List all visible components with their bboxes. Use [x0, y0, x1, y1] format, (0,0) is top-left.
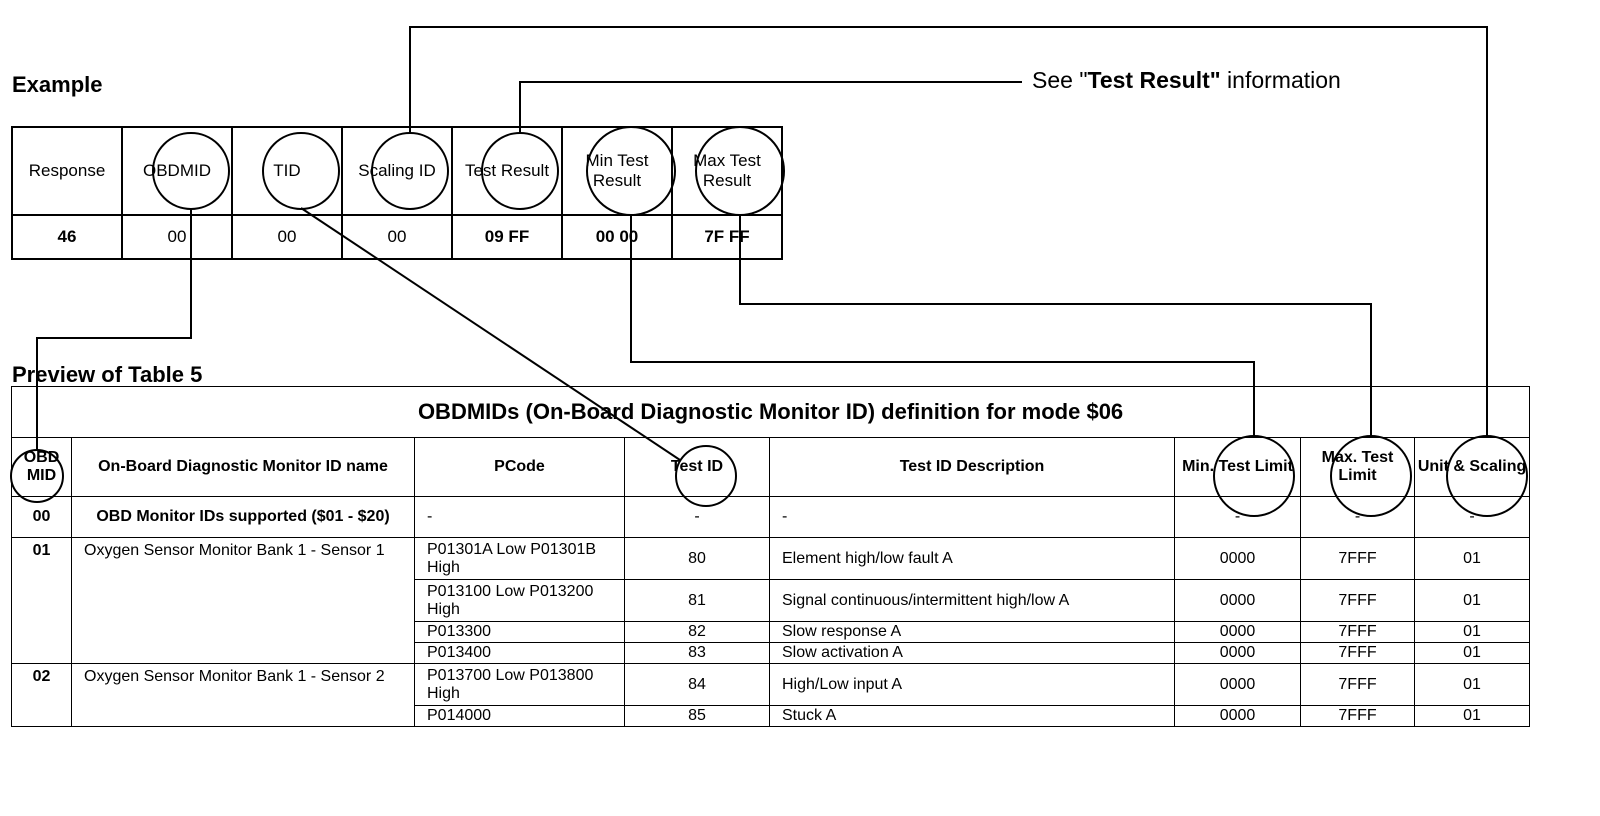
col-header-pcode: PCode	[414, 437, 625, 497]
cell-pcode: P01301A Low P01301B High	[414, 537, 625, 580]
value-max-test-result: 7F FF	[671, 214, 783, 260]
cell-pcode: -	[414, 496, 625, 538]
cell-desc: Stuck A	[769, 705, 1175, 727]
col-header-unit-scaling: Unit & Scaling	[1413, 437, 1531, 497]
header-obdmid: OBDMID	[121, 126, 233, 216]
cell-max: 7FFF	[1300, 663, 1415, 706]
preview-heading: Preview of Table 5	[12, 362, 203, 387]
cell-unit: 01	[1413, 579, 1531, 622]
table-row: P013100 Low P013200 High 81 Signal conti…	[12, 579, 1531, 622]
table-row: 01 Oxygen Sensor Monitor Bank 1 - Sensor…	[11, 537, 1531, 664]
col-header-max-test-limit: Max. Test Limit	[1300, 437, 1415, 497]
col-header-test-id-description: Test ID Description	[769, 437, 1175, 497]
value-min-test-result: 00 00	[561, 214, 673, 260]
header-test-result: Test Result	[451, 126, 563, 216]
obdmid-definition-table: OBDMIDs (On-Board Diagnostic Monitor ID)…	[10, 386, 1531, 727]
col-header-test-id: Test ID	[624, 437, 770, 497]
cell-unit: 01	[1413, 642, 1531, 664]
cell-pcode: P013300	[414, 621, 625, 643]
table-row: P013300 82 Slow response A 0000 7FFF 01	[12, 621, 1531, 643]
table-row: 02 Oxygen Sensor Monitor Bank 1 - Sensor…	[11, 663, 1531, 727]
col-header-monitor-name: On-Board Diagnostic Monitor ID name	[71, 437, 415, 497]
value-response: 46	[11, 214, 123, 260]
cell-pcode: P013100 Low P013200 High	[414, 579, 625, 622]
cell-unit: 01	[1413, 621, 1531, 643]
cell-tid: -	[624, 496, 770, 538]
note-bold: Test Result"	[1087, 67, 1221, 93]
cell-min: 0000	[1174, 537, 1301, 580]
cell-pcode: P013700 Low P013800 High	[414, 663, 625, 706]
cell-max: 7FFF	[1300, 621, 1415, 643]
cell-min: 0000	[1174, 642, 1301, 664]
note-prefix: See "	[1032, 67, 1088, 93]
cell-tid: 81	[624, 579, 770, 622]
header-tid: TID	[231, 126, 343, 216]
cell-name: Oxygen Sensor Monitor Bank 1 - Sensor 2	[71, 663, 415, 727]
page-cutoff	[0, 730, 1600, 816]
cell-tid: 85	[624, 705, 770, 727]
example-response-table: Response OBDMID TID Scaling ID Test Resu…	[11, 126, 783, 260]
cell-pcode: P013400	[414, 642, 625, 664]
table-row: P014000 85 Stuck A 0000 7FFF 01	[12, 705, 1531, 727]
cell-max: 7FFF	[1300, 537, 1415, 580]
cell-mid: 00	[11, 496, 72, 538]
note-suffix: information	[1220, 67, 1341, 93]
cell-unit: 01	[1413, 705, 1531, 727]
value-tid: 00	[231, 214, 343, 260]
header-max-test-result: Max Test Result	[671, 126, 783, 216]
table-row: 00 OBD Monitor IDs supported ($01 - $20)…	[11, 496, 1531, 538]
col-header-obd-mid: OBD MID	[11, 437, 72, 497]
cell-desc: -	[769, 496, 1175, 538]
header-response: Response	[11, 126, 123, 216]
cell-desc: Signal continuous/intermittent high/low …	[769, 579, 1175, 622]
value-obdmid: 00	[121, 214, 233, 260]
cell-desc: High/Low input A	[769, 663, 1175, 706]
cell-tid: 80	[624, 537, 770, 580]
header-min-test-result: Min Test Result	[561, 126, 673, 216]
cell-name: OBD Monitor IDs supported ($01 - $20)	[71, 496, 415, 538]
cell-min: 0000	[1174, 663, 1301, 706]
cell-min: -	[1174, 496, 1301, 538]
cell-max: 7FFF	[1300, 579, 1415, 622]
cell-unit: 01	[1413, 663, 1531, 706]
cell-desc: Slow activation A	[769, 642, 1175, 664]
value-test-result: 09 FF	[451, 214, 563, 260]
cell-name: Oxygen Sensor Monitor Bank 1 - Sensor 1	[71, 537, 415, 664]
table-row: P013400 83 Slow activation A 0000 7FFF 0…	[12, 642, 1531, 664]
cell-tid: 83	[624, 642, 770, 664]
table-title: OBDMIDs (On-Board Diagnostic Monitor ID)…	[10, 386, 1531, 438]
cell-tid: 84	[624, 663, 770, 706]
cell-desc: Element high/low fault A	[769, 537, 1175, 580]
see-test-result-note: See "Test Result" information	[1032, 67, 1341, 94]
cell-min: 0000	[1174, 705, 1301, 727]
header-scaling-id: Scaling ID	[341, 126, 453, 216]
cell-desc: Slow response A	[769, 621, 1175, 643]
cell-mid: 01	[11, 537, 72, 664]
col-header-min-test-limit: Min. Test Limit	[1174, 437, 1301, 497]
cell-pcode: P014000	[414, 705, 625, 727]
example-heading: Example	[12, 72, 103, 97]
cell-max: -	[1300, 496, 1415, 538]
cell-max: 7FFF	[1300, 705, 1415, 727]
value-scaling-id: 00	[341, 214, 453, 260]
cell-tid: 82	[624, 621, 770, 643]
cell-unit: 01	[1413, 537, 1531, 580]
cell-min: 0000	[1174, 579, 1301, 622]
cell-unit: -	[1413, 496, 1531, 538]
cell-max: 7FFF	[1300, 642, 1415, 664]
cell-min: 0000	[1174, 621, 1301, 643]
cell-mid: 02	[11, 663, 72, 727]
